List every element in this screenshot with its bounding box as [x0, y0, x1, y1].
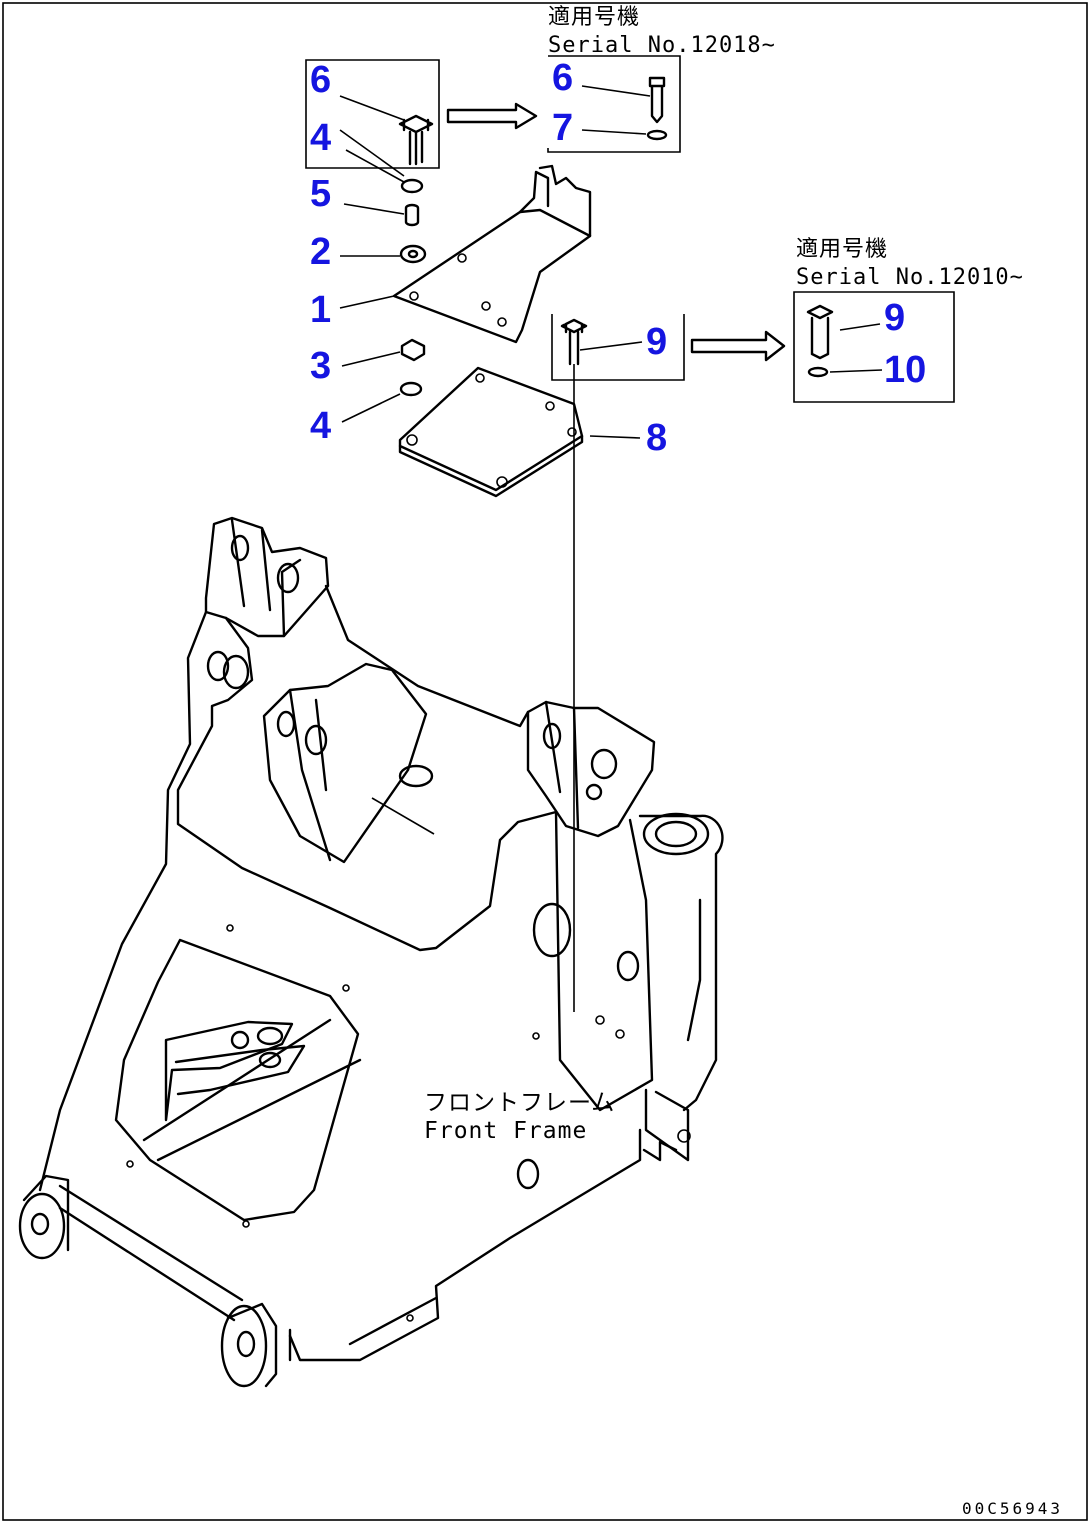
callout-8: 8	[646, 417, 667, 459]
serial-right-applicable: 適用号機	[796, 237, 888, 262]
callout-2: 2	[310, 231, 331, 273]
arrow-serial-top	[446, 102, 538, 130]
bracket-1	[339, 164, 592, 344]
serial-right-number: Serial No.12010~	[796, 265, 1024, 290]
detail-box-bolt-6	[305, 59, 440, 169]
spacer-5	[343, 203, 420, 227]
front-frame	[18, 516, 724, 1388]
callout-3: 3	[310, 345, 331, 387]
serial-top-applicable: 適用号機	[548, 5, 640, 30]
callout-6-left: 6	[310, 59, 331, 101]
leader-6-top	[339, 95, 405, 121]
cover-plate-8	[398, 366, 641, 498]
callout-10: 10	[884, 349, 926, 391]
callout-4-bottom: 4	[310, 405, 331, 447]
washer-4-top	[345, 149, 424, 194]
callout-6-serial: 6	[552, 57, 573, 99]
callout-7: 7	[552, 107, 573, 149]
callout-4-top: 4	[310, 117, 331, 159]
nut-3	[341, 338, 426, 367]
callout-9-serial: 9	[884, 297, 905, 339]
callout-5: 5	[310, 173, 331, 215]
serial-box-top: 適用号機 Serial No.12018~	[547, 5, 776, 153]
serial-box-right: 適用号機 Serial No.12010~	[793, 237, 1024, 403]
callout-9-center: 9	[646, 321, 667, 363]
washer-4-bottom	[341, 381, 423, 423]
arrow-serial-right	[690, 330, 786, 362]
front-frame-label-jp: フロントフレーム	[424, 1090, 615, 1116]
leader-4-top	[339, 129, 405, 177]
washer-2	[340, 244, 427, 264]
callout-1: 1	[310, 289, 331, 331]
front-frame-label-en: Front Frame	[424, 1118, 587, 1144]
serial-top-number: Serial No.12018~	[548, 33, 776, 58]
detail-box-bolt-9	[551, 314, 685, 381]
drawing-code: 00C56943	[962, 1499, 1063, 1518]
